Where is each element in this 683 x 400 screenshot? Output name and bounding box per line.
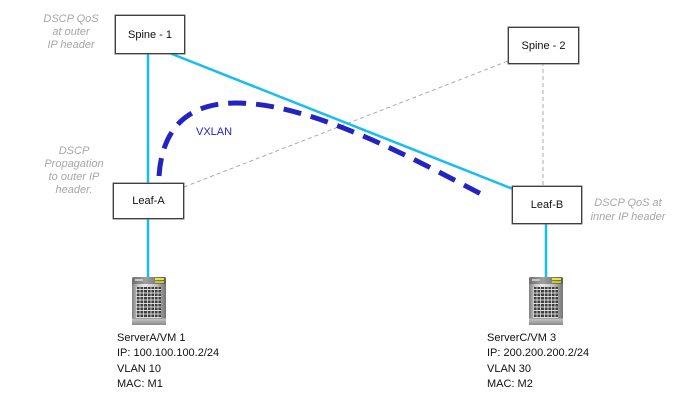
server-c-caption: ServerC/VM 3 IP: 200.200.200.2/24 VLAN 3… — [487, 331, 589, 393]
annotation-dscp-qos-inner: DSCP QoS at inner IP header — [589, 197, 667, 224]
vxlan-tunnel-curve — [156, 100, 487, 199]
server-mac: MAC: M2 — [487, 378, 533, 391]
server-vent-grid — [533, 287, 558, 318]
annotation-line: at outer — [52, 26, 90, 38]
vxlan-label: VXLAN — [196, 126, 233, 138]
server-vlan: VLAN 30 — [487, 362, 532, 375]
node-spine-1: Spine - 1 — [115, 15, 185, 54]
server-ip: IP: 200.200.200.2/24 — [487, 347, 590, 360]
annotation-line: DSCP — [58, 145, 90, 157]
server-name: ServerC/VM 3 — [487, 332, 557, 344]
server-base — [529, 318, 563, 325]
server-led — [155, 281, 164, 283]
server-led — [552, 278, 561, 280]
annotation-line: DSCP QoS — [43, 13, 99, 25]
annotation-dscp-qos-outer: DSCP QoS at outer IP header — [28, 13, 114, 52]
server-name: ServerA/VM 1 — [117, 332, 186, 344]
server-top-panel — [529, 277, 563, 284]
annotation-line: Propagation — [44, 158, 104, 170]
annotation-line: header. — [55, 184, 93, 196]
server-mac: MAC: M1 — [117, 378, 163, 391]
server-led — [155, 278, 164, 280]
node-label: Leaf-A — [132, 195, 165, 207]
node-spine-2: Spine - 2 — [508, 27, 579, 64]
annotation-line: to outer IP — [48, 171, 100, 183]
server-drive-slot — [135, 279, 143, 281]
server-vlan: VLAN 10 — [117, 362, 162, 375]
node-leaf-b: Leaf-B — [512, 186, 582, 224]
server-vent-grid — [136, 287, 161, 318]
annotation-dscp-propagation: DSCP Propagation to outer IP header. — [31, 145, 117, 197]
server-icon-c — [529, 277, 563, 325]
link-leafA-spine2-dashed — [183, 60, 509, 188]
server-base — [132, 318, 166, 325]
server-a-caption: ServerA/VM 1 IP: 100.100.100.2/24 VLAN 1… — [117, 331, 219, 393]
link-spine1-leafB — [166, 50, 514, 191]
node-label: Leaf-B — [530, 199, 564, 211]
server-icon-a — [132, 277, 166, 325]
node-label: Spine - 1 — [127, 28, 173, 41]
annotation-line: inner IP header — [590, 210, 666, 223]
server-ip: IP: 100.100.100.2/24 — [117, 347, 220, 360]
annotation-line: IP header — [47, 39, 95, 51]
annotation-line: DSCP QoS at — [594, 197, 662, 209]
server-led — [552, 281, 561, 283]
node-leaf-a: Leaf-A — [113, 183, 184, 219]
node-label: Spine - 2 — [521, 39, 566, 52]
server-drive-slot — [532, 279, 540, 281]
server-top-panel — [132, 277, 166, 284]
